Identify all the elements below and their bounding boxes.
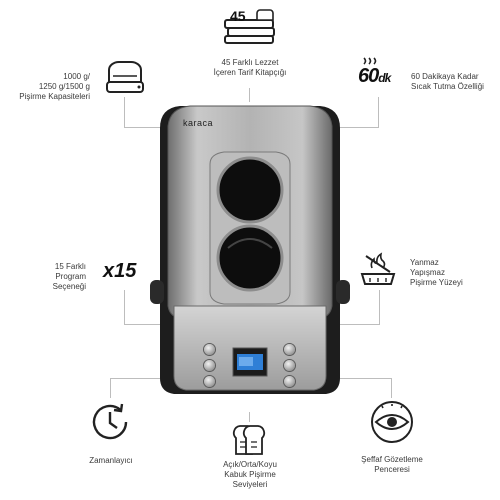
- bread-maker-body: [150, 105, 350, 394]
- book-stack-icon: [222, 6, 278, 44]
- connector-window-v: [391, 378, 392, 398]
- control-button-3[interactable]: [204, 376, 215, 387]
- crust-line1: Açık/Orta/Koyu: [223, 460, 277, 469]
- nonstick-line3: Pişirme Yüzeyi: [410, 278, 463, 287]
- window-line2: Penceresi: [374, 465, 410, 474]
- control-button-1[interactable]: [204, 344, 215, 355]
- capacity-line2: 1250 g/1500 g: [38, 82, 90, 91]
- connector-timer-v: [110, 378, 111, 398]
- no-stick-pan-icon: [356, 250, 400, 290]
- programs-line3: Seçeneği: [52, 282, 86, 291]
- brand-logo: karaca: [183, 118, 214, 128]
- timer-text: Zamanlayıcı: [66, 456, 156, 466]
- capacity-line1: 1000 g/: [63, 72, 90, 81]
- crust-line3: Seviyeleri: [232, 480, 268, 489]
- connector-crust-v: [249, 412, 250, 422]
- bread-maker: [150, 98, 350, 404]
- connector-nonstick-h: [340, 324, 380, 325]
- recipes-line2: İçeren Tarif Kitapçığı: [213, 68, 287, 77]
- connector-programs-h: [124, 324, 166, 325]
- nonstick-line2: Yapışmaz: [410, 268, 445, 277]
- connector-capacity-v: [124, 97, 125, 127]
- programs-badge: x15: [103, 260, 137, 282]
- window-line1: Şeffaf Gözetleme: [361, 455, 423, 464]
- control-button-5[interactable]: [284, 360, 295, 371]
- recipes-number: 45: [230, 8, 246, 24]
- connector-capacity-h: [124, 127, 164, 128]
- connector-recipes: [249, 88, 250, 102]
- window-text: Şeffaf Gözetleme Penceresi: [340, 455, 444, 475]
- connector-programs-v: [124, 290, 125, 324]
- capacity-line3: Pişirme Kapasiteleri: [19, 92, 90, 101]
- recipes-line1: 45 Farklı Lezzet: [221, 58, 279, 67]
- programs-line1: 15 Farklı: [54, 262, 86, 271]
- eye-icon: [368, 400, 416, 444]
- nonstick-text: Yanmaz Yapışmaz Pişirme Yüzeyi: [410, 258, 490, 288]
- control-button-2[interactable]: [204, 360, 215, 371]
- keepwarm-badge-number: 60: [358, 65, 379, 87]
- control-button-4[interactable]: [284, 344, 295, 355]
- control-button-6[interactable]: [284, 376, 295, 387]
- connector-keepwarm-h: [338, 127, 379, 128]
- capacity-text: 1000 g/ 1250 g/1500 g Pişirme Kapasitele…: [8, 72, 90, 102]
- programs-text: 15 Farklı Program Seçeneği: [30, 262, 86, 292]
- keepwarm-line1: 60 Dakikaya Kadar: [411, 72, 479, 81]
- bread-bowl-icon: [103, 54, 147, 98]
- connector-keepwarm-v: [378, 97, 379, 127]
- keepwarm-badge: 60dk: [358, 65, 391, 88]
- bread-slices-icon: [232, 424, 268, 456]
- crust-text: Açık/Orta/Koyu Kabuk Pişirme Seviyeleri: [190, 460, 310, 490]
- clock-arrow-icon: [88, 400, 132, 444]
- keepwarm-line2: Sıcak Tutma Özelliği: [411, 82, 484, 91]
- connector-nonstick-v: [379, 290, 380, 324]
- timer-line1: Zamanlayıcı: [89, 456, 133, 465]
- recipes-text: 45 Farklı Lezzet İçeren Tarif Kitapçığı: [185, 58, 315, 78]
- steam-60-icon: [352, 56, 400, 96]
- nonstick-line1: Yanmaz: [410, 258, 439, 267]
- keepwarm-badge-unit: dk: [378, 71, 391, 85]
- programs-line2: Program: [55, 272, 86, 281]
- keepwarm-text: 60 Dakikaya Kadar Sıcak Tutma Özelliği: [411, 72, 499, 92]
- crust-line2: Kabuk Pişirme: [224, 470, 276, 479]
